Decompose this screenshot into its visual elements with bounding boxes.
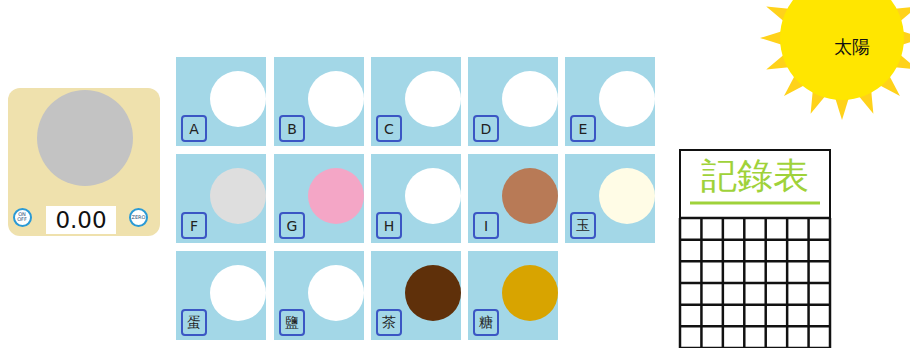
sample-card: 糖	[468, 251, 558, 340]
sample-letter: H	[376, 212, 402, 239]
label-text: 記錄表	[701, 158, 809, 194]
button-label: ON OFF	[16, 212, 29, 222]
sample-card: C	[371, 57, 461, 146]
reading: 0.00	[55, 207, 106, 233]
button-label: ZERO	[132, 215, 145, 220]
sample-letter: 糖	[473, 309, 499, 336]
scale-body	[8, 88, 160, 236]
sample-dish	[210, 71, 266, 127]
sample-dish	[308, 168, 364, 224]
sample-card: A	[176, 57, 266, 146]
record-grid	[680, 218, 830, 348]
sample-dish	[308, 71, 364, 127]
sun-rays	[760, 0, 910, 120]
title-underline	[690, 202, 820, 205]
sample-dish	[599, 71, 655, 127]
sample-letter: 茶	[376, 309, 402, 336]
sample-letter: F	[181, 212, 207, 239]
power-button: ON OFF	[13, 208, 32, 227]
weight-display: 0.00	[46, 206, 116, 234]
sample-card: H	[371, 154, 461, 243]
sample-dish	[502, 168, 558, 224]
sample-card: 玉	[565, 154, 655, 243]
grid-line	[680, 303, 830, 306]
sample-dish	[502, 71, 558, 127]
zero-button: ZERO	[129, 208, 148, 227]
sample-letter: 鹽	[279, 309, 305, 336]
sample-letter: G	[279, 212, 305, 239]
grid-line	[680, 347, 830, 348]
sample-letter: I	[473, 212, 499, 239]
grid-line	[680, 282, 830, 285]
sample-letter: 蛋	[181, 309, 207, 336]
grid-line	[680, 217, 830, 220]
sample-card: 蛋	[176, 251, 266, 340]
record-sheet	[680, 150, 830, 348]
sample-letter: 玉	[570, 212, 596, 239]
sample-card: B	[274, 57, 364, 146]
sample-card: F	[176, 154, 266, 243]
sample-dish	[405, 265, 461, 321]
sample-letter: C	[376, 115, 402, 142]
sample-dish	[308, 265, 364, 321]
sample-card: D	[468, 57, 558, 146]
sample-dish	[405, 168, 461, 224]
sun-disc	[780, 0, 904, 100]
label-text: 太陽	[834, 36, 870, 57]
sample-letter: B	[279, 115, 305, 142]
sample-dish	[210, 265, 266, 321]
sample-card: E	[565, 57, 655, 146]
grid-line	[680, 325, 830, 328]
sample-card: G	[274, 154, 364, 243]
sample-letter: D	[473, 115, 499, 142]
sample-dish	[210, 168, 266, 224]
sample-dish	[599, 168, 655, 224]
grid-line	[680, 260, 830, 263]
sample-card: 茶	[371, 251, 461, 340]
sample-dish	[502, 265, 558, 321]
sample-card: 鹽	[274, 251, 364, 340]
sample-letter: A	[181, 115, 207, 142]
sample-card: I	[468, 154, 558, 243]
record-title: 記錄表	[681, 151, 829, 201]
sample-dish	[405, 71, 461, 127]
sun-label: 太陽	[832, 35, 872, 58]
grid-line	[680, 238, 830, 241]
sample-letter: E	[570, 115, 596, 142]
scale-plate	[37, 90, 133, 186]
